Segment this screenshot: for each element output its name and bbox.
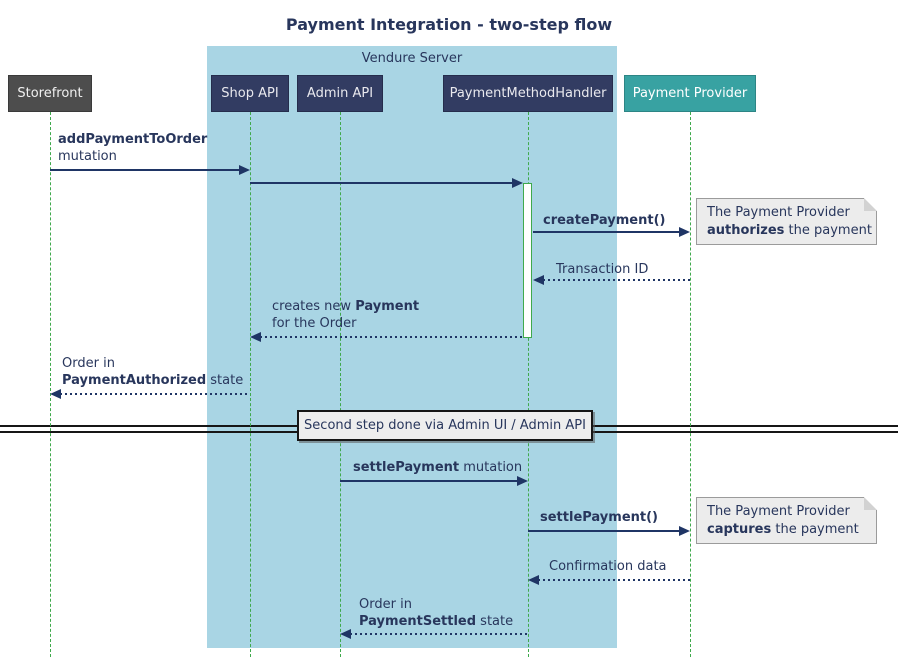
message-label-confirmation-data: Confirmation data (549, 559, 667, 574)
arrow-line (538, 579, 690, 581)
participant-label: Admin API (306, 86, 374, 101)
arrow-line (528, 530, 680, 532)
note-line: The Payment Provider (707, 504, 850, 519)
divider-label-box: Second step done via Admin UI / Admin AP… (297, 410, 593, 441)
arrow-line (50, 169, 240, 171)
message-line: creates new Payment (272, 299, 420, 314)
activation-bar-payment-method-handler (523, 183, 532, 338)
arrow-head (679, 526, 690, 536)
arrow-line (250, 182, 513, 184)
note-line: authorizes the payment (707, 223, 872, 238)
arrow-head (250, 332, 261, 342)
divider-label: Second step done via Admin UI / Admin AP… (304, 418, 586, 433)
message-label-transaction-id: Transaction ID (556, 262, 649, 277)
arrow-line (533, 231, 680, 233)
lifeline-shop-api (250, 112, 251, 657)
lifeline-admin-api (340, 112, 341, 657)
message-line: mutation (58, 149, 117, 164)
arrow-line (340, 480, 518, 482)
arrow-line (543, 279, 690, 281)
note-fold-corner (864, 198, 877, 211)
note-fold-corner (864, 497, 877, 510)
participant-shop-api: Shop API (211, 75, 289, 112)
arrow-line (350, 633, 528, 635)
message-line: for the Order (272, 316, 357, 331)
arrow-line (60, 393, 250, 395)
message-line: Order in (359, 597, 412, 612)
arrow-head (528, 575, 539, 585)
arrow-head (50, 389, 61, 399)
arrow-line (260, 336, 523, 338)
arrow-head (533, 275, 544, 285)
note-authorizes: The Payment Provider authorizes the paym… (696, 198, 877, 245)
arrow-head (239, 165, 250, 175)
lifeline-payment-provider (690, 112, 691, 657)
participant-admin-api: Admin API (297, 75, 383, 112)
note-line: captures the payment (707, 522, 859, 537)
message-label-settle-payment-call: settlePayment() (540, 510, 658, 525)
message-label-settle-payment-mutation: settlePayment mutation (353, 460, 523, 475)
arrow-head (340, 629, 351, 639)
participant-label: Shop API (221, 86, 279, 101)
participant-storefront: Storefront (8, 75, 92, 112)
arrow-head (679, 227, 690, 237)
message-label-order-authorized: Order in PaymentAuthorized state (62, 355, 243, 389)
message-line: addPaymentToOrder (58, 132, 208, 147)
message-label-creates-payment: creates new Payment for the Order (272, 298, 419, 332)
arrow-head (517, 476, 528, 486)
note-captures: The Payment Provider captures the paymen… (696, 497, 877, 544)
vendure-server-frame: Vendure Server (207, 46, 617, 648)
message-label-order-settled: Order in PaymentSettled state (359, 596, 513, 630)
participant-label: Payment Provider (632, 86, 748, 101)
message-line: Order in (62, 356, 115, 371)
message-line: PaymentAuthorized state (62, 373, 244, 388)
diagram-title: Payment Integration - two-step flow (285, 15, 613, 34)
message-label-add-payment-to-order: addPaymentToOrder mutation (58, 131, 207, 165)
arrow-head (512, 178, 523, 188)
lifeline-payment-method-handler (528, 112, 529, 657)
message-line: PaymentSettled state (359, 614, 514, 629)
participant-payment-provider: Payment Provider (624, 75, 756, 112)
participant-label: PaymentMethodHandler (449, 86, 607, 101)
frame-label: Vendure Server (361, 51, 463, 66)
participant-label: Storefront (17, 86, 83, 101)
note-line: The Payment Provider (707, 205, 850, 220)
message-label-create-payment: createPayment() (543, 213, 666, 228)
participant-payment-method-handler: PaymentMethodHandler (443, 75, 613, 112)
lifeline-storefront (50, 112, 51, 657)
